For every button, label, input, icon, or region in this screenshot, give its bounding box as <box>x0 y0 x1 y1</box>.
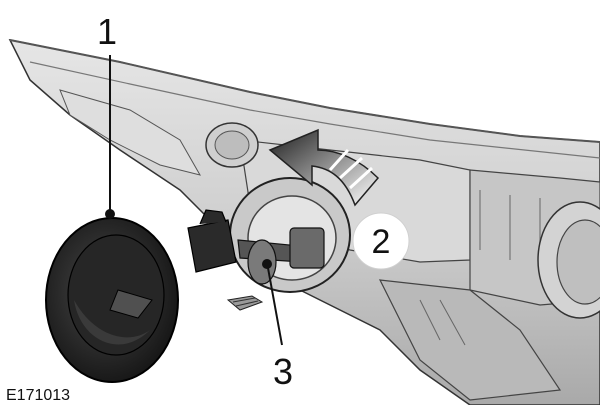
bulb-cover-cap <box>45 217 179 383</box>
callout-2-badge: 2 <box>352 212 410 270</box>
rotation-arrow <box>268 128 380 207</box>
figure-code: E171013 <box>6 387 70 404</box>
callout-2: 2 <box>372 223 391 261</box>
leader-lines <box>105 55 283 346</box>
leader-line-3 <box>267 267 283 346</box>
bulb-with-connector <box>187 209 325 311</box>
leader-dot-3 <box>262 259 272 269</box>
callout-1: 1 <box>97 11 117 52</box>
leader-dot-1 <box>105 209 115 219</box>
callout-3: 3 <box>273 351 293 392</box>
